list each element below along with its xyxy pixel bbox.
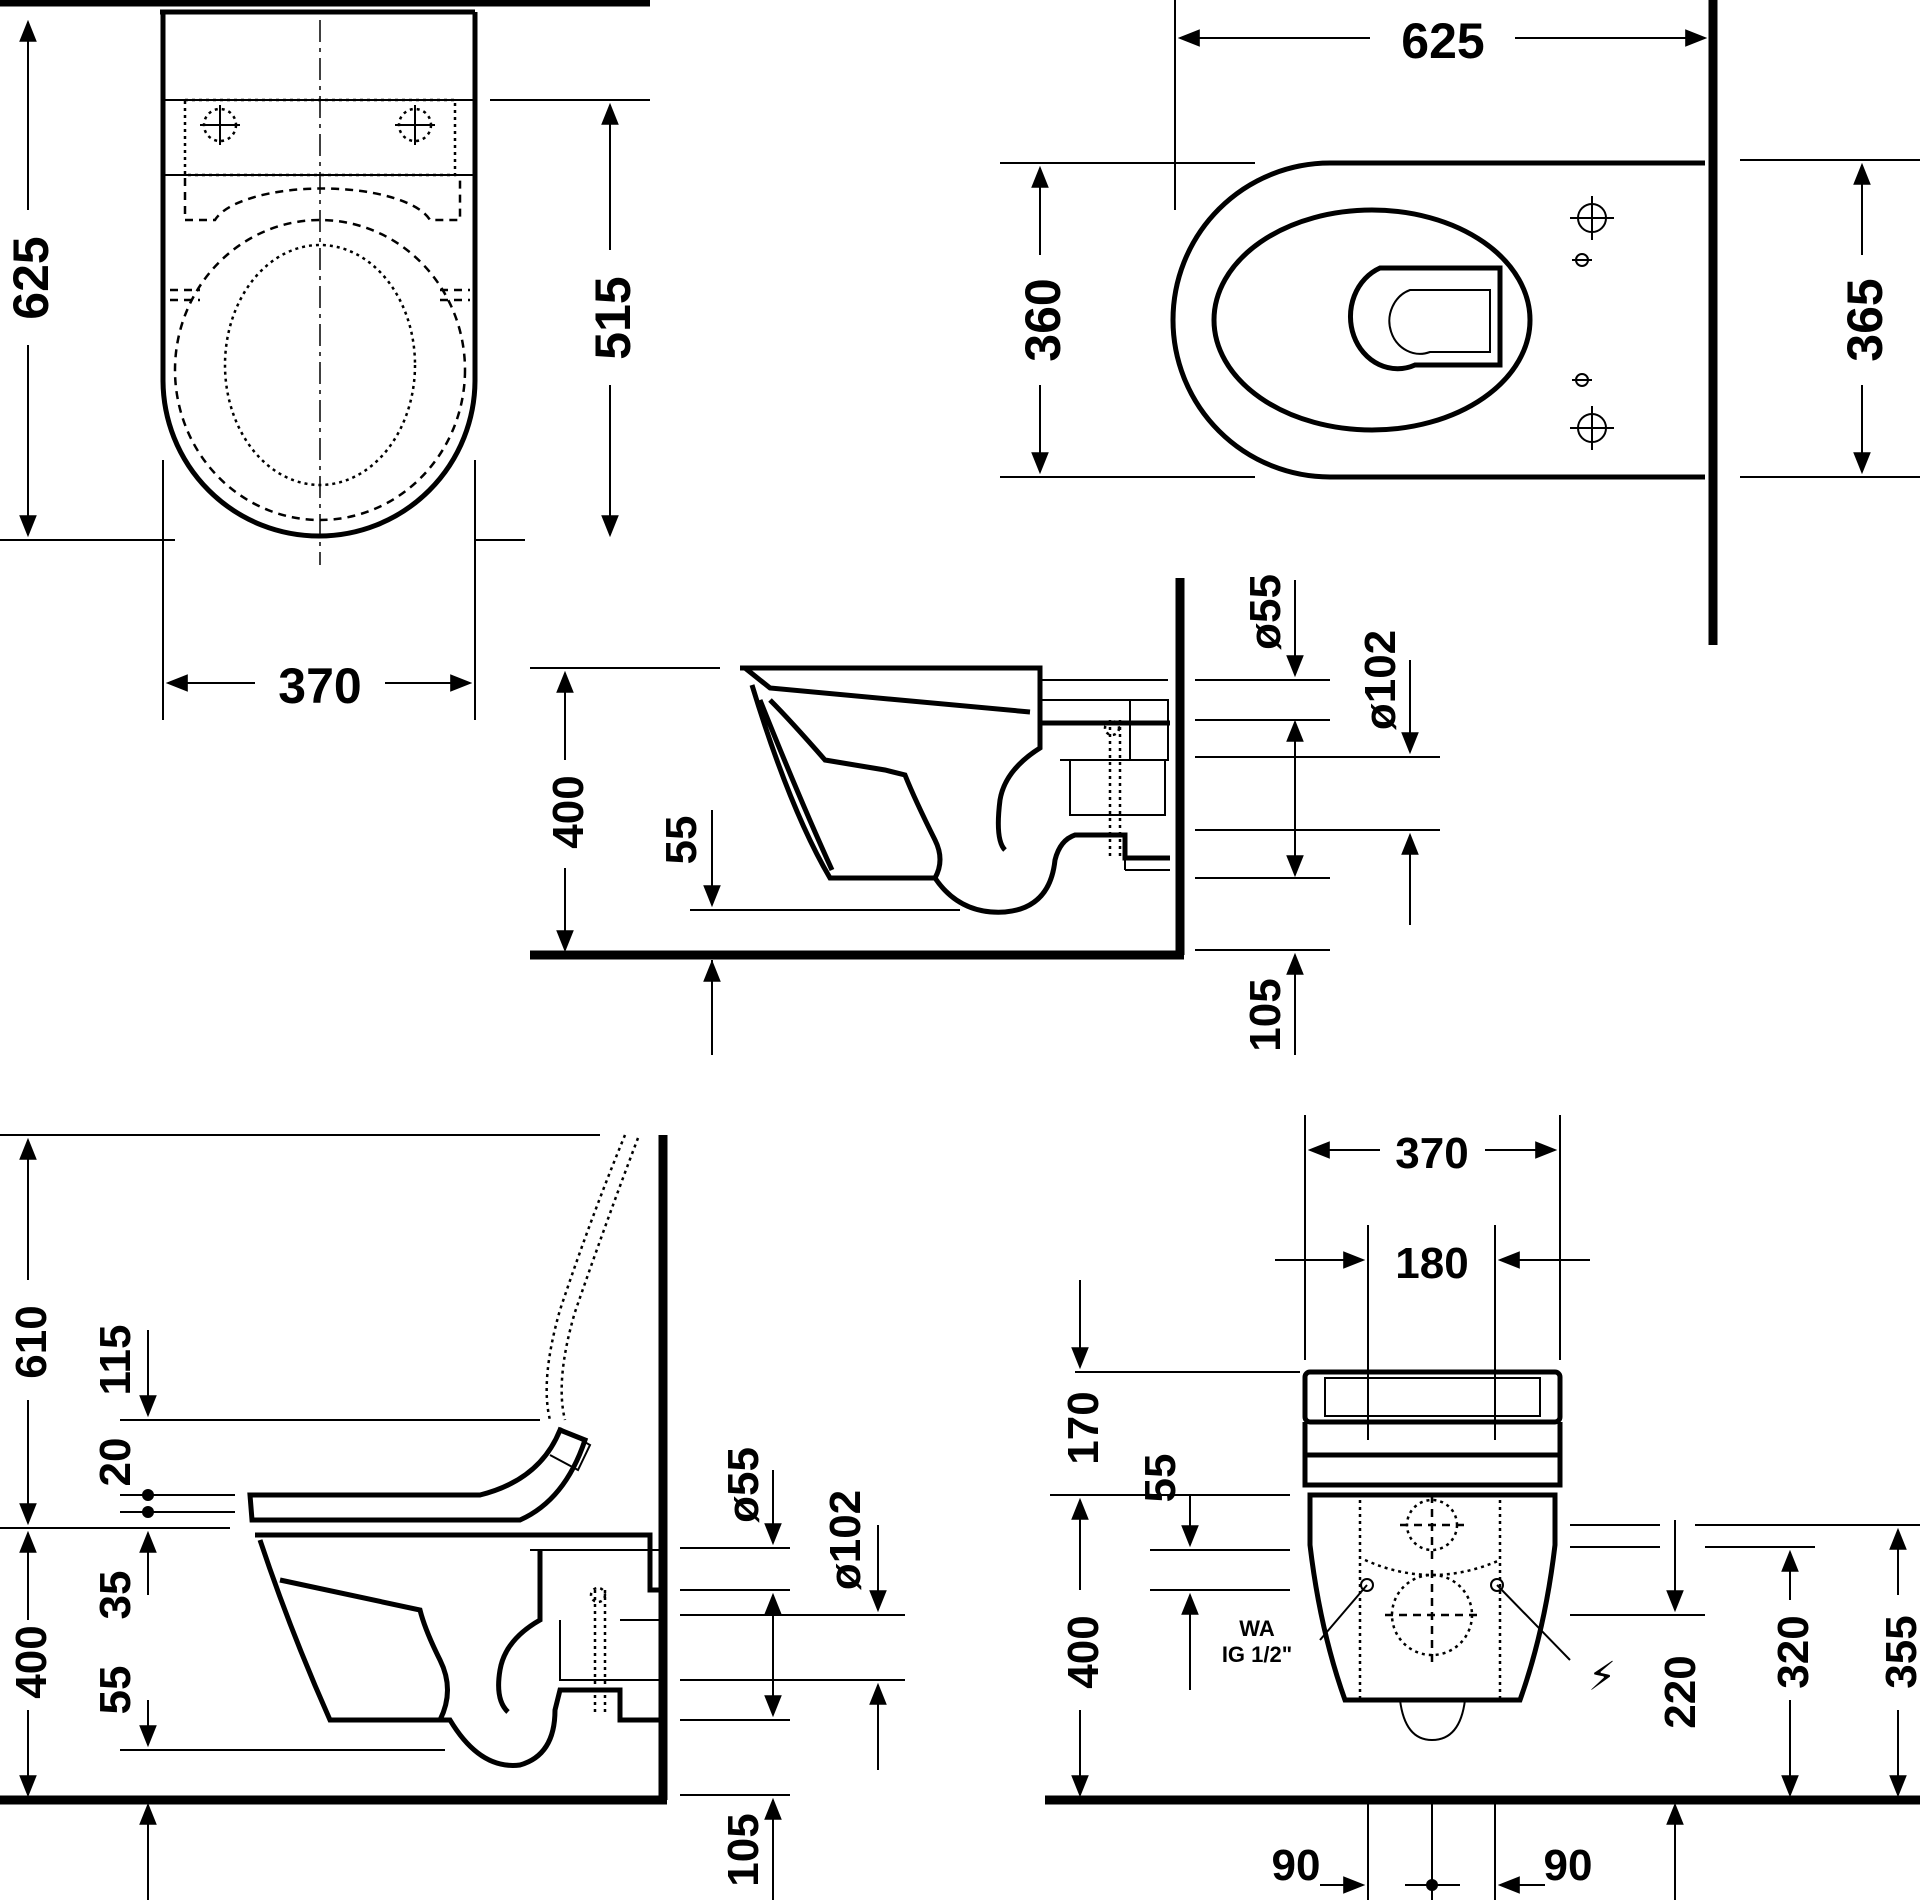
bottom-view-length-label: 625 — [1401, 13, 1484, 69]
rear-view-electrical-icon: ⚡ — [1588, 1655, 1616, 1699]
side-view-outlet-height-label: 105 — [1241, 978, 1290, 1051]
bottom-view-rear-width-label: 365 — [1837, 278, 1893, 361]
side-view: 400 55 ø55 ø102 105 — [530, 574, 1440, 1055]
side-view-inlet-diameter-label: ø55 — [1241, 574, 1290, 650]
seat-view-outlet-diameter-label: ø102 — [821, 1490, 870, 1590]
seat-view-offset-label: 55 — [91, 1666, 140, 1715]
side-view-outlet-diameter-label: ø102 — [1356, 630, 1405, 730]
top-view: 625 515 370 — [0, 0, 650, 720]
rear-view-right-spacing-label: 90 — [1544, 1841, 1593, 1890]
top-view-length-label: 625 — [3, 236, 59, 319]
rear-view-fixing-height-label: 320 — [1769, 1615, 1818, 1688]
rear-view-upper-height-label: 355 — [1877, 1615, 1920, 1688]
fixing-holes-bottom — [1570, 196, 1614, 450]
rear-view-height-label: 400 — [1059, 1615, 1108, 1688]
rear-view-outlet-height-label: 220 — [1656, 1655, 1705, 1728]
rear-view-offset-label: 55 — [1136, 1454, 1185, 1503]
rear-view-left-spacing-label: 90 — [1272, 1841, 1321, 1890]
bottom-view: 625 360 365 — [1000, 0, 1920, 645]
rear-view-water-size-label: IG 1/2" — [1222, 1642, 1292, 1667]
seat-view-inlet-diameter-label: ø55 — [719, 1447, 768, 1523]
rear-view-width-label: 370 — [1395, 1129, 1468, 1178]
seat-view-thickness-label: 20 — [91, 1438, 140, 1487]
seat-view-outlet-height-label: 105 — [719, 1813, 768, 1886]
rear-view-water-label: WA — [1239, 1616, 1275, 1641]
seat-view-height-label: 400 — [7, 1625, 56, 1698]
fixing-bolts-top — [200, 105, 435, 145]
side-view-height-label: 400 — [544, 775, 593, 848]
side-view-with-seat: 610 400 115 20 35 55 ø55 ø102 105 — [0, 1134, 905, 1900]
seat-view-rim-offset-label: 35 — [91, 1571, 140, 1620]
rear-view-fixing-spacing-label: 180 — [1395, 1239, 1468, 1288]
rear-view-top-height-label: 170 — [1059, 1391, 1108, 1464]
top-view-seat-length-label: 515 — [585, 276, 641, 359]
seat-view-total-height-label: 610 — [7, 1305, 56, 1378]
top-view-width-label: 370 — [278, 658, 361, 714]
rear-view: WA IG 1/2" ⚡ 370 180 170 400 55 — [1045, 1115, 1920, 1900]
side-view-offset-label: 55 — [657, 816, 706, 865]
seat-view-lid-clearance-label: 115 — [91, 1325, 140, 1396]
bottom-view-front-width-label: 360 — [1015, 278, 1071, 361]
